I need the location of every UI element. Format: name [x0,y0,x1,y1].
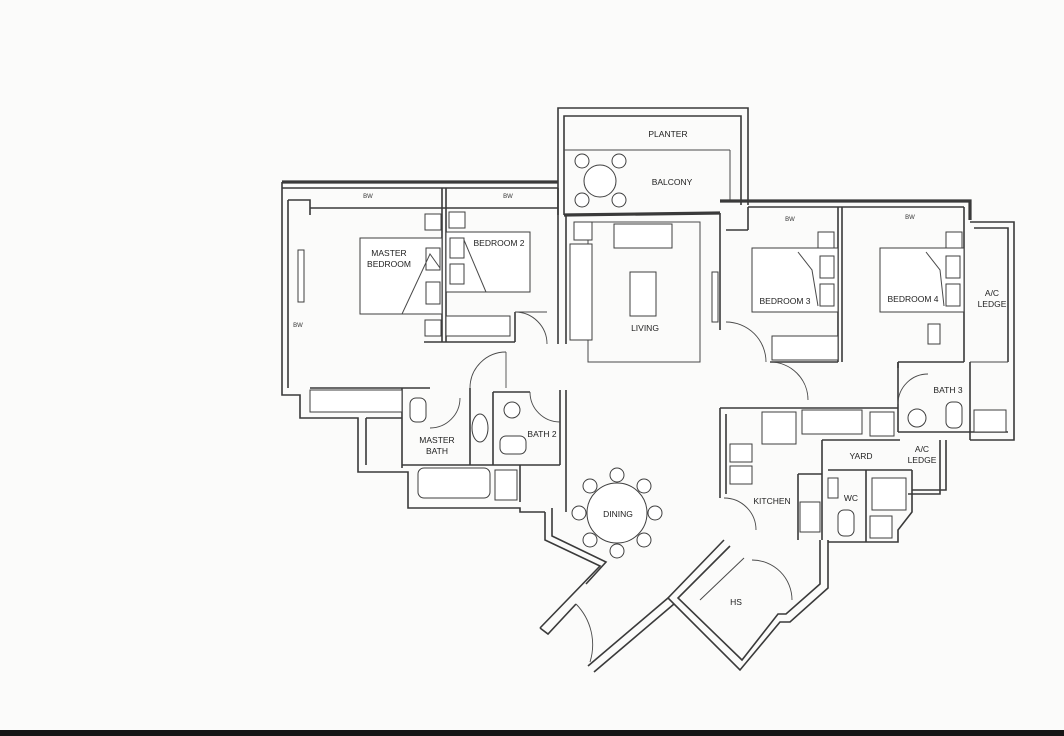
bath2-wc [499,435,527,455]
master-bedroom-label-1: MASTER [371,248,406,258]
kitchen-wardrobe-store [801,409,863,435]
bath2-basin [503,401,521,419]
master-bath-basin [471,413,489,443]
dining-label: DINING [603,509,633,519]
planter-label: PLANTER [648,129,687,139]
doors [429,311,929,663]
master-shower [494,469,518,501]
internal-walls [310,188,1008,542]
bedroom2-bed [445,211,531,337]
balcony-table [574,153,627,208]
bw-label-left-wall: BW [293,323,303,329]
hs-inner-wall [699,557,745,601]
bath3-shower [973,409,1007,433]
living-side-unit [573,221,593,241]
bath3-wc [945,401,963,429]
living-sofa [569,243,593,341]
ac-ledge-right-label-1: A/C [985,288,999,298]
yard-tap [869,515,893,539]
ac-ledge-right-label-2: LEDGE [978,299,1007,309]
room-labels: PLANTER BALCONY MASTER BEDROOM BEDROOM 2… [367,129,1007,607]
balcony-label: BALCONY [652,177,693,187]
bedroom4-label: BEDROOM 4 [887,294,938,304]
living-label: LIVING [631,323,659,333]
bw-label-master-top: BW [363,194,373,200]
master-bed [359,213,443,337]
bw-label-bedroom4-top: BW [905,215,915,221]
wc-label: WC [844,493,858,503]
bath3-label: BATH 3 [933,385,962,395]
wardrobe-labels: BW BW BW BW BW [293,194,915,329]
bottom-edge-shadow [0,730,1064,736]
outer-walls [281,107,1015,673]
bedroom2-label: BEDROOM 2 [473,238,524,248]
bedroom3-label: BEDROOM 3 [759,296,810,306]
bath3-basin [907,408,927,428]
ac-ledge-lower-label-2: LEDGE [908,455,937,465]
living-coffee-table [629,271,657,317]
kitchen-cabinet [869,411,895,437]
furniture [297,153,1007,601]
bedroom3-bed [711,231,839,361]
bw-label-bedroom2-top: BW [503,194,513,200]
master-wardrobe [309,389,403,413]
master-bath-wc [409,397,427,423]
kitchen-label: KITCHEN [753,496,790,506]
ac-ledge-lower-label-1: A/C [915,444,929,454]
wc-basin [827,477,839,499]
master-bath-label-2: BATH [426,446,448,456]
kitchen-sink-1 [729,443,753,463]
master-bedroom-label-2: BEDROOM [367,259,411,269]
bath2-label: BATH 2 [527,429,556,439]
bw-label-bedroom3-top: BW [785,217,795,223]
kitchen-fridge [761,411,797,445]
left-window-wardrobe [297,249,305,303]
bedroom4-bed [879,231,965,345]
wc-toilet [837,509,855,537]
master-bath-label-1: MASTER [419,435,454,445]
yard-shower [871,477,907,511]
yard-label: YARD [850,451,873,461]
bathtub [417,467,491,499]
living-armchair [613,223,673,249]
kitchen-hob [799,501,821,533]
kitchen-sink-2 [729,465,753,485]
hs-label: HS [730,597,742,607]
dining-table [571,467,663,559]
